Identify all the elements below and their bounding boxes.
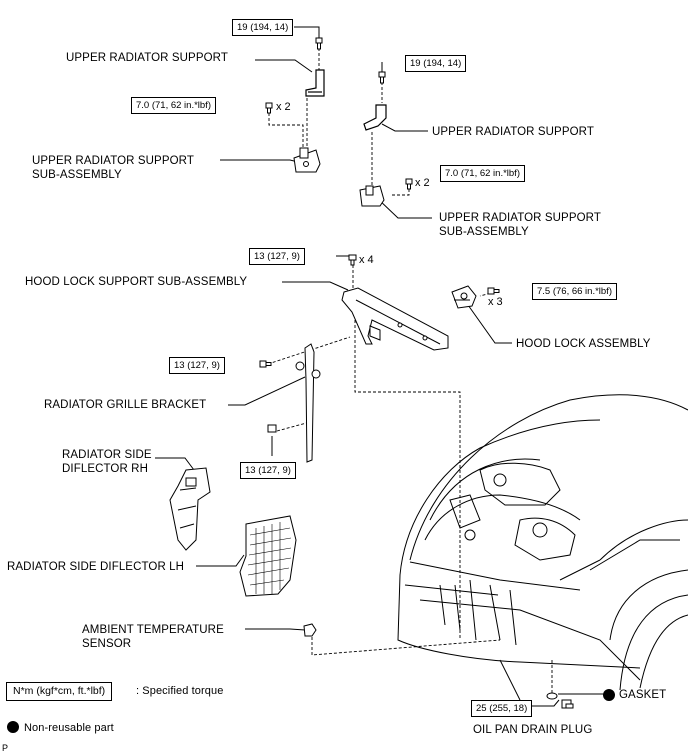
upper-radiator-support-right: [363, 104, 387, 131]
leader-hood-support: [282, 281, 349, 291]
hood-lock-support: [341, 287, 449, 351]
bolt-grille-upper: [259, 360, 272, 368]
radiator-side-diflector-rh: [169, 467, 211, 551]
torque-hood-lock: 7.5 (76, 66 in.*lbf): [532, 283, 617, 300]
bullet-gasket: [603, 689, 615, 701]
torque-upper-support-left: 19 (194, 14): [232, 19, 294, 36]
label-hood-lock-support: HOOD LOCK SUPPORT SUB-ASSEMBLY: [25, 276, 248, 288]
bolt-upper-left: [315, 37, 323, 50]
radiator-grille-bracket: [295, 343, 321, 463]
label-upper-radiator-support-sub-right-line2: SUB-ASSEMBLY: [439, 226, 529, 238]
label-ambient-temperature-sensor-line1: AMBIENT TEMPERATURE: [82, 624, 224, 636]
leader-ambient: [245, 628, 306, 631]
upper-radiator-support-sub-left: [293, 147, 321, 173]
bolt-sub-right: [405, 178, 413, 190]
torque-sub-left: 7.0 (71, 62 in.*lbf): [131, 97, 216, 114]
torque-grille-lower: 13 (127, 9): [240, 462, 296, 479]
label-radiator-side-diflector-lh: RADIATOR SIDE DIFLECTOR LH: [7, 561, 185, 573]
radiator-side-diflector-lh: [239, 515, 297, 597]
qty-hood-support: x 4: [359, 254, 374, 266]
upper-radiator-support-sub-right: [359, 185, 385, 207]
label-upper-radiator-support-right: UPPER RADIATOR SUPPORT: [432, 126, 594, 138]
leader-upper-support-right: [381, 123, 428, 132]
vehicle-front-illustration: [397, 394, 688, 701]
torque-hood-support: 13 (127, 9): [249, 248, 305, 265]
label-upper-radiator-support-sub-left-line1: UPPER RADIATOR SUPPORT: [32, 155, 194, 167]
leader-grille-bracket: [228, 376, 306, 406]
ambient-temperature-sensor: [303, 623, 317, 637]
leader-torque-upper-left: [294, 26, 320, 38]
label-gasket: GASKET: [619, 689, 667, 701]
legend-nonreusable: Non-reusable part: [24, 722, 114, 734]
torque-upper-support-right: 19 (194, 14): [405, 55, 467, 72]
label-radiator-side-diflector-rh-line2: DIFLECTOR RH: [62, 463, 148, 475]
leader-diflector-lh: [196, 554, 245, 567]
leader-diflector-rh: [155, 457, 195, 471]
torque-grille-upper: 13 (127, 9): [169, 357, 225, 374]
label-oil-pan-drain-plug: OIL PAN DRAIN PLUG: [473, 724, 593, 736]
leader-hood-lock: [467, 304, 512, 344]
legend-torque-desc: : Specified torque: [136, 685, 224, 697]
qty-sub-right: x 2: [415, 177, 430, 189]
leader-upper-support-left: [255, 59, 313, 73]
label-upper-radiator-support-left: UPPER RADIATOR SUPPORT: [66, 52, 228, 64]
corner-mark: P: [2, 743, 9, 753]
gasket-ring: [546, 692, 558, 700]
label-radiator-side-diflector-rh-line1: RADIATOR SIDE: [62, 449, 152, 461]
oil-pan-drain-plug: [561, 699, 574, 709]
bolt-grille-lower: [267, 424, 277, 433]
bolt-sub-left: [265, 102, 273, 114]
leader-sub-right: [375, 196, 432, 219]
bolt-hood-lock: [487, 287, 500, 295]
qty-sub-left: x 2: [276, 101, 291, 113]
label-hood-lock-assembly: HOOD LOCK ASSEMBLY: [516, 338, 651, 350]
hood-lock-assembly: [451, 285, 477, 309]
label-upper-radiator-support-sub-right-line1: UPPER RADIATOR SUPPORT: [439, 212, 601, 224]
legend-torque-box: N*m (kgf*cm, ft.*lbf): [6, 682, 113, 701]
bolt-hood-support: [348, 254, 357, 266]
upper-radiator-support-left: [305, 69, 325, 97]
torque-sub-right: 7.0 (71, 62 in.*lbf): [440, 165, 525, 182]
bolt-upper-right: [378, 71, 386, 84]
qty-hood-lock: x 3: [488, 296, 503, 308]
label-radiator-grille-bracket: RADIATOR GRILLE BRACKET: [44, 399, 207, 411]
bullet-legend-nonreusable: [7, 721, 19, 733]
label-upper-radiator-support-sub-left-line2: SUB-ASSEMBLY: [32, 169, 122, 181]
leader-sub-left: [220, 159, 299, 163]
torque-drain-plug: 25 (255, 18): [471, 700, 533, 717]
label-ambient-temperature-sensor-line2: SENSOR: [82, 638, 132, 650]
